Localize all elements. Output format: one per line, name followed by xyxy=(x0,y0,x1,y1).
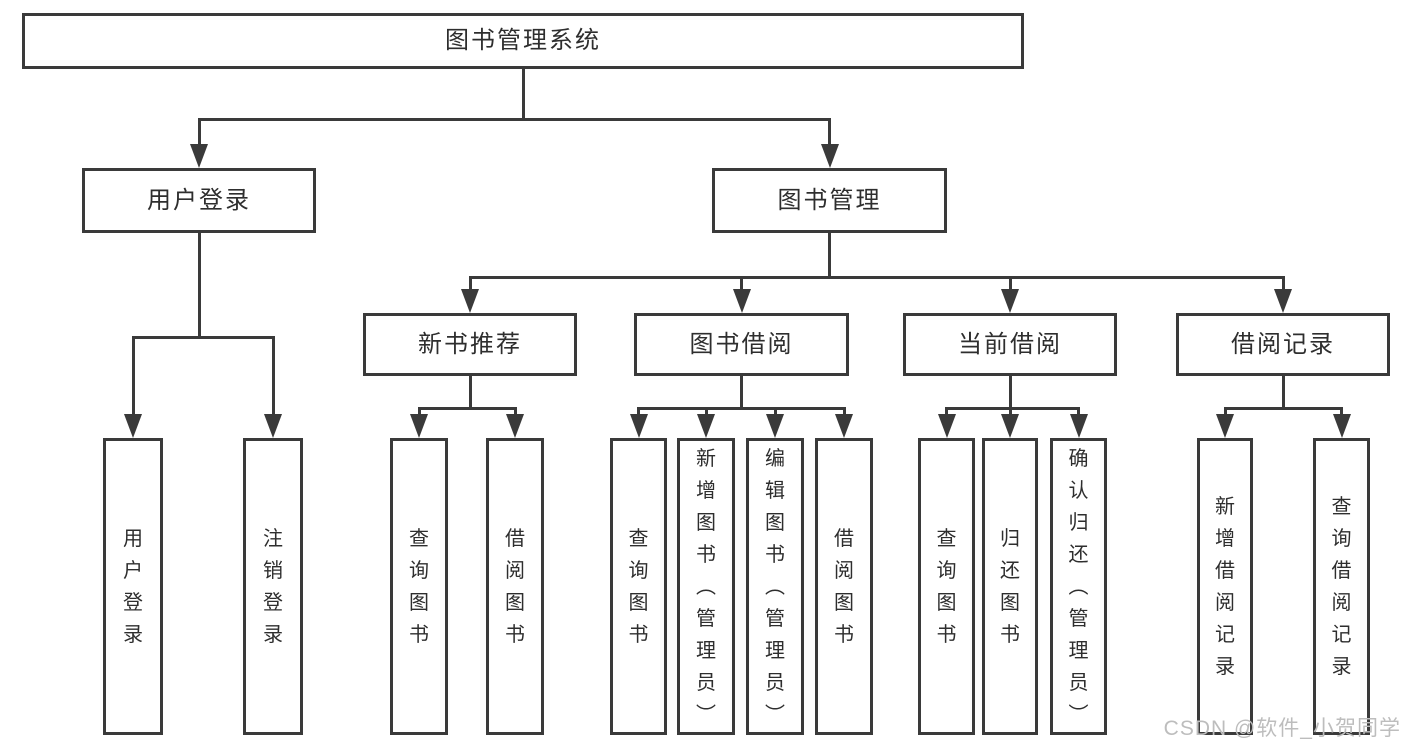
node-query-borrow-record: 查询借阅记录 xyxy=(1313,438,1370,735)
node-book-borrowing: 图书借阅 xyxy=(634,313,849,376)
connector-drop xyxy=(197,118,201,156)
connector-rail xyxy=(197,118,831,121)
connector-drop xyxy=(271,336,275,426)
node-current-borrowing: 当前借阅 xyxy=(903,313,1117,376)
node-return-books: 归还图书 xyxy=(982,438,1038,735)
arrowhead-down-icon xyxy=(629,414,648,438)
node-add-borrow-record: 新增借阅记录 xyxy=(1197,438,1253,735)
node-logout: 注销登录 xyxy=(243,438,303,735)
node-label: 图书借阅 xyxy=(689,330,794,358)
arrowhead-down-icon xyxy=(506,414,524,438)
node-borrow-books-borrowing: 借阅图书 xyxy=(815,438,873,735)
arrowhead-down-icon xyxy=(410,414,428,438)
node-edit-books-admin: 编辑图书︵管理员︶ xyxy=(746,438,804,735)
node-new-book-recommend: 新书推荐 xyxy=(363,313,577,376)
arrowhead-down-icon xyxy=(1274,289,1292,313)
connector-stub xyxy=(197,233,201,339)
arrowhead-down-icon xyxy=(766,414,784,438)
csdn-watermark: CSDN @软件_小贺同学 xyxy=(1163,717,1401,740)
connector-drop xyxy=(468,276,472,301)
node-add-books-admin: 新增图书︵管理员︶ xyxy=(677,438,735,735)
connector-drop xyxy=(1008,276,1012,301)
connector-drop xyxy=(740,276,743,301)
arrowhead-down-icon xyxy=(937,414,956,438)
node-label: 新增图书︵管理员︶ xyxy=(696,447,716,726)
connector-rail xyxy=(468,276,1285,279)
arrowhead-down-icon xyxy=(697,414,715,438)
node-label: 查询图书 xyxy=(936,527,957,646)
node-book-management: 图书管理 xyxy=(712,168,947,233)
connector-drop xyxy=(1281,276,1285,301)
node-library-system: 图书管理系统 xyxy=(22,13,1024,69)
node-label: 查询图书 xyxy=(628,527,649,646)
node-label: 查询图书 xyxy=(409,527,429,646)
node-query-books-borrowing: 查询图书 xyxy=(610,438,667,735)
arrowhead-down-icon xyxy=(732,289,751,313)
connector-drop xyxy=(131,336,135,426)
connector-stub xyxy=(1008,376,1012,410)
arrowhead-down-icon xyxy=(835,414,853,438)
node-label: 借阅记录 xyxy=(1231,330,1335,358)
connector-rail xyxy=(945,407,1080,410)
connector-rail xyxy=(1223,407,1343,410)
connector-stub xyxy=(740,376,743,410)
node-user-login: 用户登录 xyxy=(82,168,316,233)
connector-stub xyxy=(468,376,472,410)
arrowhead-down-icon xyxy=(124,414,142,438)
arrowhead-down-icon xyxy=(190,144,208,168)
arrowhead-down-icon xyxy=(1069,414,1088,438)
node-query-books-recommend: 查询图书 xyxy=(390,438,448,735)
arrowhead-down-icon xyxy=(1001,289,1019,313)
node-query-books-current: 查询图书 xyxy=(918,438,975,735)
node-label: 用户登录 xyxy=(147,186,251,214)
arrowhead-down-icon xyxy=(461,289,479,313)
connector-drop xyxy=(828,118,831,156)
arrowhead-down-icon xyxy=(264,414,282,438)
node-label: 新书推荐 xyxy=(418,330,522,358)
node-label: 借阅图书 xyxy=(505,527,525,646)
node-user-login-leaf: 用户登录 xyxy=(103,438,163,735)
node-label: 查询借阅记录 xyxy=(1331,495,1352,678)
node-label: 注销登录 xyxy=(263,527,283,646)
node-label: 归还图书 xyxy=(1000,527,1020,646)
node-borrow-books-recommend: 借阅图书 xyxy=(486,438,544,735)
node-label: 借阅图书 xyxy=(834,527,854,646)
connector-rail xyxy=(417,407,517,410)
arrowhead-down-icon xyxy=(1216,414,1234,438)
node-label: 编辑图书︵管理员︶ xyxy=(765,447,785,726)
node-label: 图书管理系统 xyxy=(445,27,601,54)
node-label: 新增借阅记录 xyxy=(1215,495,1235,678)
node-label: 确认归还︵管理员︶ xyxy=(1068,447,1089,726)
arrowhead-down-icon xyxy=(1332,414,1351,438)
node-label: 图书管理 xyxy=(777,186,882,214)
arrowhead-down-icon xyxy=(1001,414,1019,438)
connector-stub xyxy=(828,233,831,279)
connector-stub xyxy=(1281,376,1285,410)
connector-stub xyxy=(521,69,525,121)
node-label: 用户登录 xyxy=(123,527,143,646)
connector-rail xyxy=(637,407,846,410)
node-confirm-return-admin: 确认归还︵管理员︶ xyxy=(1050,438,1107,735)
node-label: 当前借阅 xyxy=(958,330,1062,358)
node-borrowing-records: 借阅记录 xyxy=(1176,313,1390,376)
arrowhead-down-icon xyxy=(820,144,839,168)
connector-rail xyxy=(131,336,275,339)
